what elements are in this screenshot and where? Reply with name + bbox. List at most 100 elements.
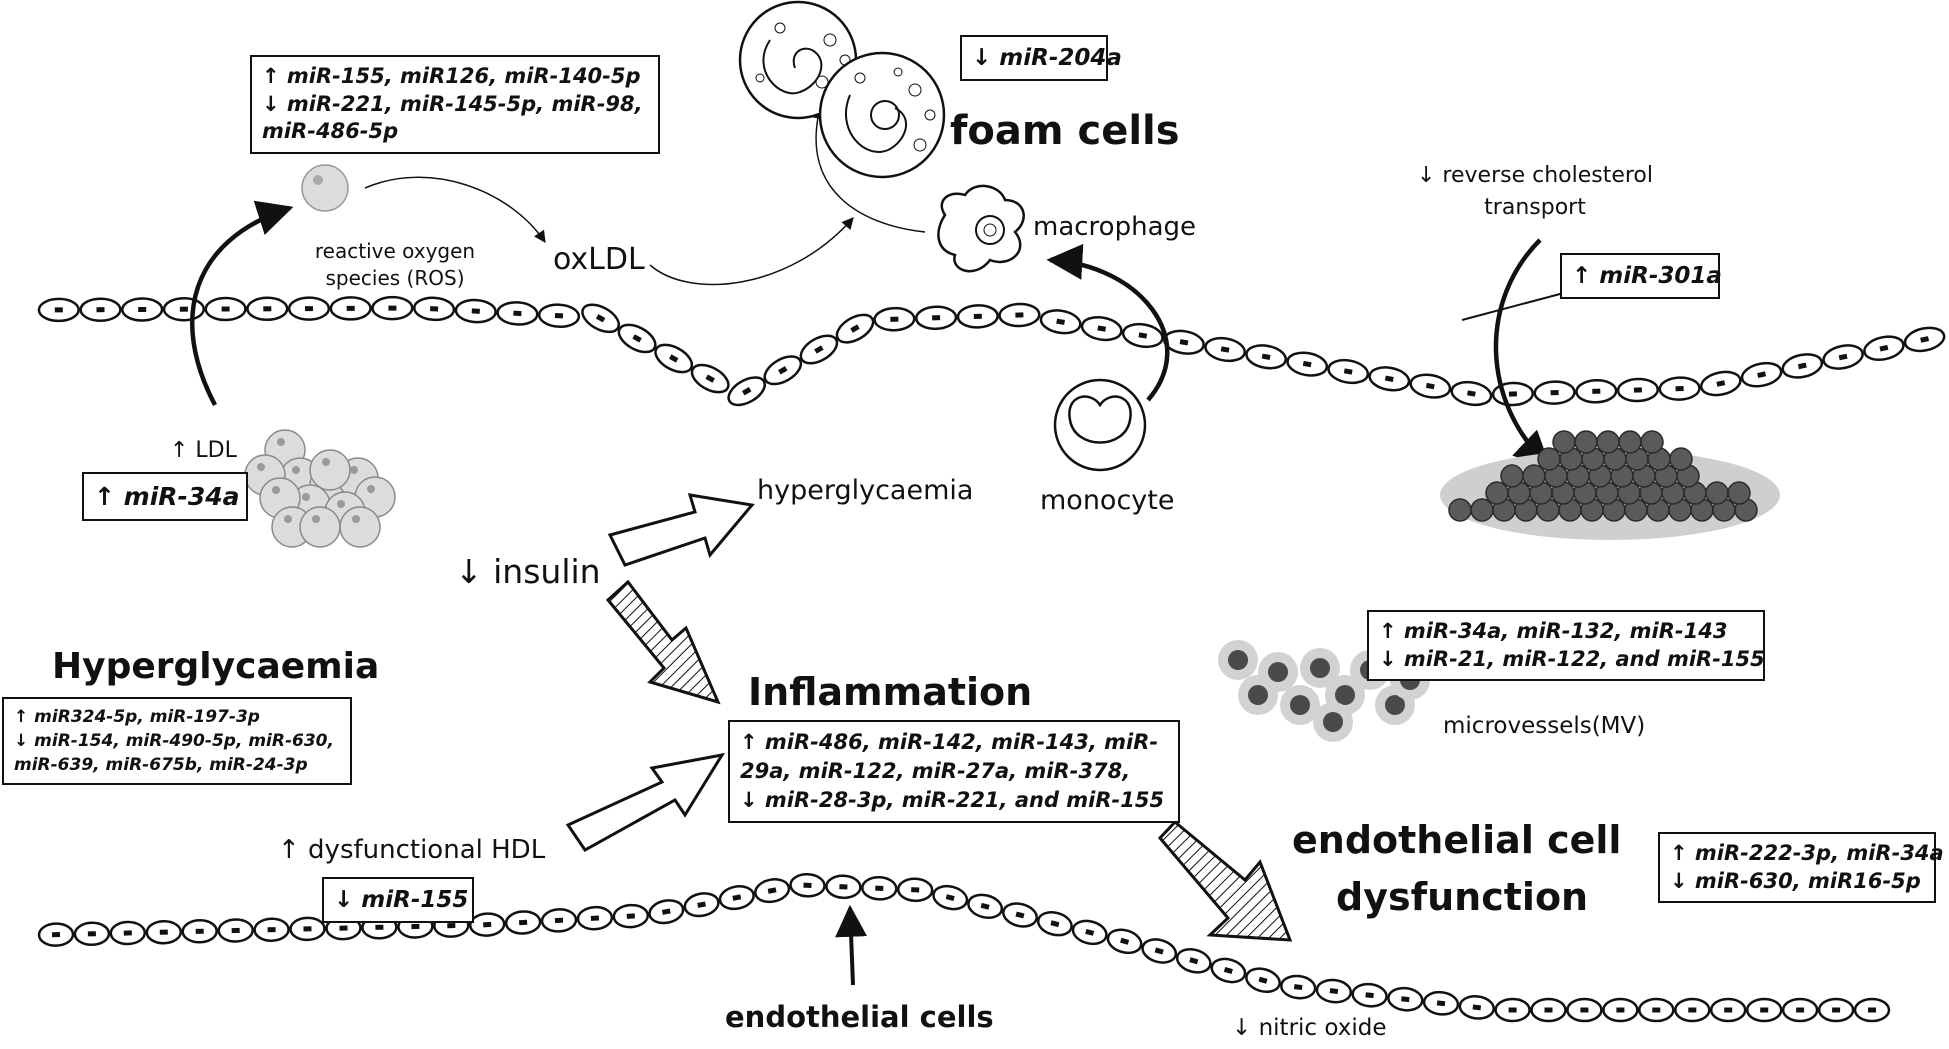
aggregate-particle	[1705, 481, 1729, 505]
endothelial-cell	[1494, 997, 1531, 1023]
endothelial-cell	[1658, 376, 1701, 401]
microvessel	[1300, 648, 1340, 688]
reverse-cholesterol-label: ↓ reverse cholesterol transport	[1416, 163, 1654, 220]
endothelial-cell	[612, 903, 650, 929]
endothelial-cell	[861, 876, 898, 901]
endothelial-cell	[217, 918, 254, 943]
aggregate-particle	[1618, 430, 1642, 454]
endothelial-cell	[718, 885, 755, 911]
endothelial-cell	[825, 874, 862, 900]
box-line: ↑ miR324-5p, miR-197-3p	[14, 707, 260, 727]
dysfunctional-hdl-label: ↑ dysfunctional HDL	[278, 835, 546, 865]
aggregate-particle	[1669, 447, 1693, 471]
endothelial-cell	[468, 912, 506, 937]
endothelial-cell	[1368, 366, 1411, 392]
endothelial-cell	[1616, 377, 1659, 403]
box-line: ↓ miR-630, miR16-5p	[1670, 868, 1921, 893]
endothelial-cell	[37, 297, 80, 323]
endothelial-cell	[1781, 353, 1824, 379]
ldl-particle	[309, 449, 351, 491]
macrophage-to-foam-arrow	[811, 106, 926, 233]
endothelial-cell	[37, 922, 75, 947]
ros-label: reactive oxygen species (ROS)	[314, 239, 476, 290]
macrophage-label: macrophage	[1033, 212, 1196, 242]
endothelial-cell	[413, 296, 456, 322]
box-line: miR-639, miR-675b, miR-24-3p	[14, 755, 308, 776]
aggregate-particle	[1448, 498, 1472, 522]
aggregate-particle	[1522, 464, 1546, 488]
endothelial-cell	[1387, 986, 1424, 1012]
aggregate-particle	[1500, 464, 1524, 488]
cholesterol-aggregate	[1440, 430, 1780, 540]
endothelial-cell	[763, 355, 803, 386]
foam-cell-2	[818, 51, 946, 179]
endothelial-cell	[1458, 995, 1495, 1020]
insulin-label: ↓ insulin	[455, 552, 601, 591]
endothelial-cell	[576, 905, 614, 931]
endothelial-cell	[1638, 997, 1675, 1023]
ros-particle	[301, 164, 349, 212]
endothelial-cell	[1039, 309, 1082, 335]
monocyte-cell	[1053, 378, 1147, 472]
box-line: ↑ miR-34a, miR-132, miR-143	[1379, 619, 1728, 643]
endothelial-cell	[1422, 990, 1460, 1016]
box-line: ↓ miR-155	[334, 887, 469, 913]
aggregate-particle	[1470, 498, 1494, 522]
microvessel	[1238, 675, 1278, 715]
ros-to-oxldl-arrow	[364, 176, 546, 243]
endothelial-cell	[504, 910, 542, 935]
nitric-oxide-label: ↓ nitric oxide	[1232, 1015, 1387, 1041]
endothelial-cell	[454, 298, 497, 324]
endothelial-cell	[204, 296, 247, 322]
endothelial-cell	[1351, 982, 1388, 1008]
endothelial-cell	[79, 297, 122, 322]
endothelial-cell	[287, 296, 331, 321]
box-line: ↑ miR-486, miR-142, miR-143, miR-	[740, 730, 1159, 754]
ros-mirna-box: ↑ miR-155, miR126, miR-140-5p ↓ miR-221,…	[250, 55, 660, 155]
endothelial-cell	[145, 919, 183, 945]
aggregate-particle	[1552, 430, 1576, 454]
endothelial-cell	[1700, 370, 1742, 397]
macrophage-cell	[937, 184, 1025, 273]
cholesterol-to-aggregate-arrow	[1493, 238, 1551, 468]
box-line: ↓ miR-28-3p, miR-221, and miR-155	[740, 787, 1165, 812]
endothelial-cell	[1602, 997, 1639, 1023]
ldl-particle	[339, 506, 381, 548]
aggregate-particle	[1485, 481, 1509, 505]
endothelial-cell	[1450, 380, 1493, 407]
box-line: ↓ miR-21, miR-122, and miR-155	[1379, 646, 1765, 671]
endothelial-cell	[1709, 997, 1747, 1023]
aggregate-particle	[1574, 430, 1598, 454]
endothelial-cell	[329, 296, 372, 321]
endothelial-cell	[537, 303, 581, 328]
hyperglycaemia-mirna-box: ↑ miR324-5p, miR-197-3p ↓ miR-154, miR-4…	[2, 697, 352, 786]
microvessel	[1280, 685, 1320, 725]
endothelial-cell	[835, 313, 875, 344]
foam-cells-title: foam cells	[950, 108, 1180, 154]
microvessel	[1218, 640, 1258, 680]
endothelial-cell	[873, 306, 916, 332]
ldl-to-ros-arrow	[190, 200, 294, 407]
endothelial-cell	[1210, 957, 1247, 984]
endothelial-cell	[1036, 911, 1073, 937]
endothelial-cell	[1002, 902, 1038, 928]
endothelial-cells-pointer-arrow	[835, 904, 868, 986]
box-line: ↑ miR-301a	[1572, 263, 1722, 289]
endothelial-cell	[1740, 361, 1783, 388]
endothelial-cell	[915, 305, 958, 331]
lower-endothelial-layer	[37, 873, 1891, 1023]
endothelial-cell	[648, 899, 685, 925]
endothelial-cell	[754, 878, 791, 904]
box-line: ↑ miR-155, miR126, miR-140-5p	[262, 64, 641, 88]
hdl-mirna-box: ↓ miR-155	[322, 877, 474, 924]
endothelial-cell	[799, 334, 839, 365]
endothelial-cell	[1141, 938, 1178, 964]
endothelial-cell	[1327, 358, 1370, 385]
microvessel	[1313, 702, 1353, 742]
oxldl-label: oxLDL	[553, 242, 645, 277]
aggregate-particle	[1596, 430, 1620, 454]
endothelial-cell	[1286, 351, 1329, 377]
endothelial-cell	[1071, 919, 1108, 946]
